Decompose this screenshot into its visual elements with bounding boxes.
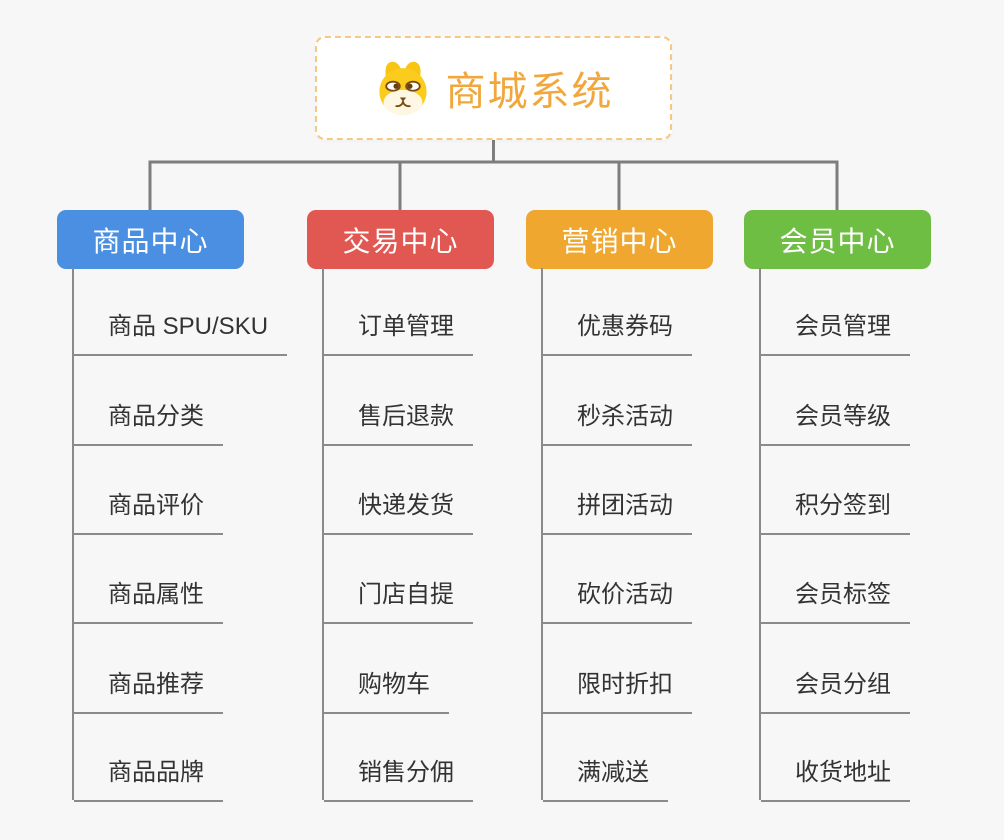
tree-leaf[interactable]: 拼团活动 — [543, 489, 692, 535]
tree-leaf[interactable]: 商品推荐 — [74, 668, 223, 714]
branch-label: 交易中心 — [342, 225, 459, 257]
tree-leaf[interactable]: 商品分类 — [74, 400, 223, 446]
branch-children-trade-center: 订单管理 售后退款 快递发货 门店自提 购物车 销售分佣 — [322, 268, 559, 802]
tree-leaf[interactable]: 商品评价 — [74, 489, 223, 535]
tree-leaf[interactable]: 会员分组 — [761, 668, 910, 714]
tree-leaf[interactable]: 商品品牌 — [74, 756, 223, 802]
tree-leaf[interactable]: 门店自提 — [324, 578, 473, 624]
branch-label: 商品中心 — [92, 225, 209, 257]
tree-leaf[interactable]: 售后退款 — [324, 400, 473, 446]
tree-leaf[interactable]: 会员标签 — [761, 578, 910, 624]
tree-leaf[interactable]: 商品 SPU/SKU — [74, 310, 288, 356]
branch-label: 营销中心 — [561, 225, 678, 257]
tree-leaf[interactable]: 快递发货 — [324, 489, 473, 535]
branch-children-product-center: 商品 SPU/SKU 商品分类 商品评价 商品属性 商品推荐 商品品牌 — [72, 268, 309, 802]
tree-leaf[interactable]: 秒杀活动 — [543, 400, 692, 446]
tree-leaf[interactable]: 销售分佣 — [324, 756, 473, 802]
root-title: 商城系统 — [445, 70, 614, 114]
branch-label: 会员中心 — [779, 225, 896, 257]
tree-leaf[interactable]: 会员等级 — [761, 400, 910, 446]
branch-product-center[interactable]: 商品中心 — [57, 210, 244, 269]
tree-leaf[interactable]: 积分签到 — [761, 489, 910, 535]
branch-trade-center[interactable]: 交易中心 — [307, 210, 494, 269]
tree-leaf[interactable]: 订单管理 — [324, 310, 473, 356]
tree-leaf[interactable]: 满减送 — [543, 756, 668, 802]
tree-leaf[interactable]: 限时折扣 — [543, 668, 692, 714]
branch-children-member-center: 会员管理 会员等级 积分签到 会员标签 会员分组 收货地址 — [759, 268, 996, 802]
branch-children-marketing-center: 优惠券码 秒杀活动 拼团活动 砍价活动 限时折扣 满减送 — [541, 268, 778, 802]
branch-marketing-center[interactable]: 营销中心 — [526, 210, 713, 269]
branch-member-center[interactable]: 会员中心 — [744, 210, 931, 269]
tree-leaf[interactable]: 商品属性 — [74, 578, 223, 624]
tree-leaf[interactable]: 砍价活动 — [543, 578, 692, 624]
tree-leaf[interactable]: 收货地址 — [761, 756, 910, 802]
shiba-dog-icon — [374, 59, 432, 117]
tree-leaf[interactable]: 优惠券码 — [543, 310, 692, 356]
tree-leaf[interactable]: 会员管理 — [761, 310, 910, 356]
root-node[interactable]: 商城系统 — [315, 36, 672, 140]
tree-leaf[interactable]: 购物车 — [324, 668, 449, 714]
